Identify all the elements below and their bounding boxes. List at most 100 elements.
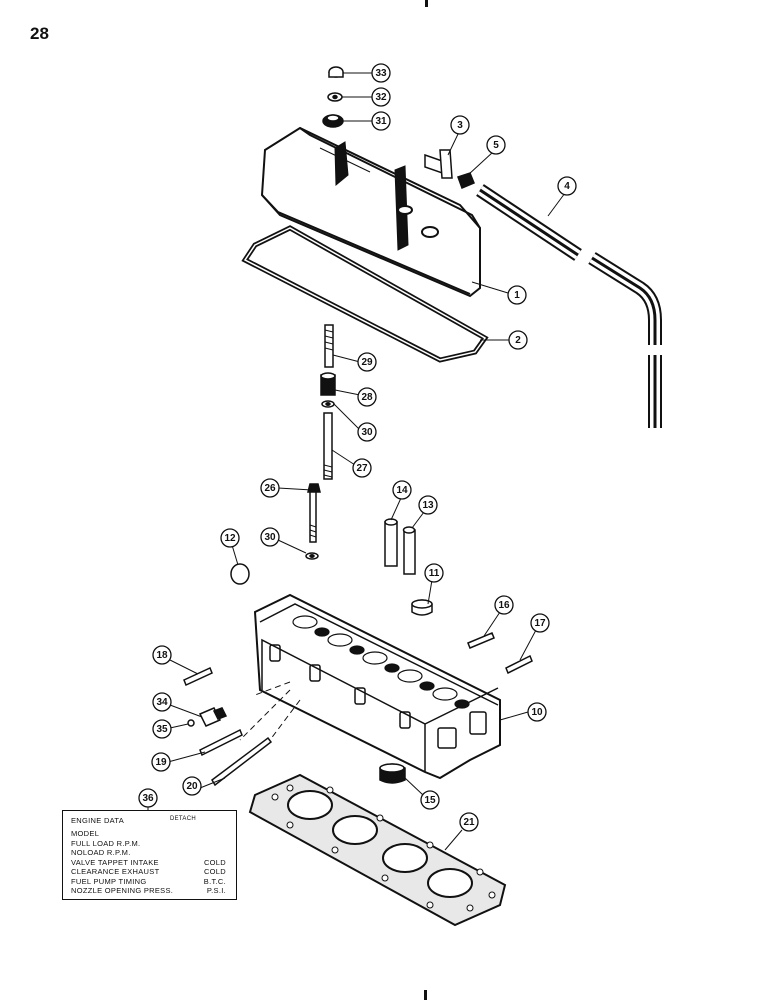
callout-12: 12 [220, 528, 240, 548]
callout-18: 18 [152, 645, 172, 665]
callout-3: 3 [450, 115, 470, 135]
callout-32: 32 [371, 87, 391, 107]
valve-guides [384, 518, 416, 575]
callout-circle [507, 285, 527, 305]
callout-label: 15 [424, 795, 436, 806]
callout-circle [371, 63, 391, 83]
plate-line-label: NOZZLE OPENING PRESS. [71, 886, 174, 895]
callout-36: 36 [138, 788, 158, 808]
callout-circle [220, 528, 240, 548]
bottom-registration-mark [424, 990, 427, 1000]
callout-circle [459, 812, 479, 832]
callout-29: 29 [357, 352, 377, 372]
plate-header: ENGINE DATA [71, 816, 125, 825]
callout-label: 26 [264, 483, 276, 494]
callout-label: 30 [264, 532, 276, 543]
callout-label: 5 [493, 140, 499, 151]
callout-30: 30 [260, 527, 280, 547]
callout-30: 30 [357, 422, 377, 442]
temperature-sender [187, 707, 228, 727]
callout-label: 33 [375, 68, 387, 79]
callout-33: 33 [371, 63, 391, 83]
callout-circle [151, 752, 171, 772]
rocker-cover-gasket [241, 225, 489, 363]
callout-16: 16 [494, 595, 514, 615]
callout-label: 27 [356, 463, 368, 474]
callout-1: 1 [507, 285, 527, 305]
callout-31: 31 [371, 111, 391, 131]
callout-label: 20 [186, 781, 198, 792]
callout-circle [260, 478, 280, 498]
callout-circle [450, 115, 470, 135]
callout-circle [418, 495, 438, 515]
callout-15: 15 [420, 790, 440, 810]
plate-line-unit: COLD [203, 867, 226, 876]
callout-circle [357, 352, 377, 372]
cylinder-head-studs [183, 632, 533, 787]
plate-line-label: VALVE TAPPET INTAKE [71, 857, 159, 867]
callout-label: 14 [396, 485, 408, 496]
callout-circle [371, 87, 391, 107]
callout-label: 3 [457, 120, 463, 131]
callout-label: 32 [375, 92, 387, 103]
cylinder-head-gasket [248, 773, 507, 927]
callout-35: 35 [152, 719, 172, 739]
callout-13: 13 [418, 495, 438, 515]
callout-19: 19 [151, 752, 171, 772]
callout-label: 21 [463, 817, 475, 828]
callout-label: 2 [515, 335, 521, 346]
callout-label: 30 [361, 427, 373, 438]
callout-21: 21 [459, 812, 479, 832]
callout-label: 11 [429, 568, 440, 579]
plate-line-label: MODEL [71, 829, 100, 838]
plugs-and-seals [230, 563, 433, 784]
callout-27: 27 [352, 458, 372, 478]
callout-circle [371, 111, 391, 131]
callout-label: 34 [156, 697, 168, 708]
callout-circle [557, 176, 577, 196]
callout-34: 34 [152, 692, 172, 712]
callout-circle [357, 387, 377, 407]
callout-label: 28 [361, 392, 373, 403]
plate-line-label: NOLOAD R.P.M. [71, 848, 131, 857]
plate-header-note: DETACH [169, 816, 196, 822]
callout-circle [494, 595, 514, 615]
callout-label: 36 [142, 793, 154, 804]
callout-label: 10 [531, 707, 543, 718]
callout-label: 4 [564, 181, 570, 192]
callout-circle [152, 692, 172, 712]
plate-line-label: FUEL PUMP TIMING [71, 876, 147, 886]
breather-hose [476, 184, 662, 428]
page-number: 28 [30, 24, 49, 43]
callout-circle [392, 480, 412, 500]
callout-label: 12 [224, 533, 236, 544]
callout-circle [420, 790, 440, 810]
callout-label: 17 [534, 618, 546, 629]
callout-circle [357, 422, 377, 442]
stud-spacer-stack [305, 324, 336, 560]
callout-4: 4 [557, 176, 577, 196]
callout-label: 16 [498, 600, 510, 611]
callout-5: 5 [486, 135, 506, 155]
cylinder-head [239, 593, 501, 780]
top-registration-mark [425, 0, 428, 7]
callout-label: 13 [422, 500, 434, 511]
callout-label: 29 [361, 357, 373, 368]
plate-line-unit: COLD [203, 857, 226, 867]
callout-11: 11 [424, 563, 444, 583]
callout-circle [182, 776, 202, 796]
plate-line-label: CLEARANCE EXHAUST [71, 867, 160, 876]
callout-label: 31 [375, 116, 387, 127]
callout-circle [530, 613, 550, 633]
rocker-cover [260, 126, 481, 298]
callout-circle [486, 135, 506, 155]
callout-circle [138, 788, 158, 808]
callout-circle [527, 702, 547, 722]
callout-20: 20 [182, 776, 202, 796]
callout-26: 26 [260, 478, 280, 498]
callout-17: 17 [530, 613, 550, 633]
